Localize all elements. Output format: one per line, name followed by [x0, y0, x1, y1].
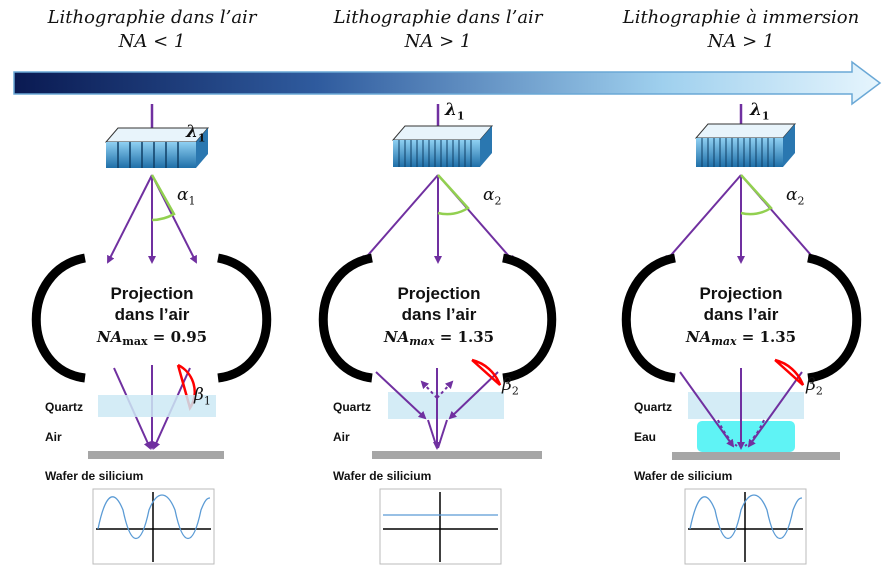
alpha-arc	[437, 174, 470, 216]
wafer	[672, 452, 840, 460]
beta-arc	[774, 358, 805, 386]
header-title: Lithographie dans l’air	[333, 7, 543, 28]
lens-left-bracket	[318, 253, 374, 383]
na-max-formula: NAmax = 1.35	[685, 328, 797, 348]
lens-left-bracket	[31, 253, 87, 383]
aerial-image-plot	[684, 488, 807, 565]
aerial-image-plot	[379, 488, 502, 565]
quartz-layer	[688, 392, 804, 419]
beta-label: β2	[502, 375, 519, 398]
converging-rays	[375, 368, 499, 450]
column-3-header: Lithographie à immersion NA > 1	[591, 6, 883, 54]
medium-label: Air	[333, 430, 350, 444]
wafer-label: Wafer de silicium	[333, 469, 432, 483]
lens-left-bracket	[621, 253, 677, 383]
beta-label: β1	[194, 385, 211, 408]
beta-arc	[471, 358, 502, 386]
projection-label: Projection dans l’air	[397, 284, 481, 324]
header-na-condition: NA > 1	[707, 31, 775, 52]
column-2-graphics	[318, 104, 557, 565]
medium-label: Air	[45, 430, 62, 444]
wafer-label: Wafer de silicium	[45, 469, 144, 483]
wafer	[88, 451, 224, 459]
alpha-label: α1	[177, 185, 196, 208]
projection-label: Projection dans l’air	[699, 284, 783, 324]
header-title: Lithographie dans l’air	[47, 7, 257, 28]
signal-curve	[97, 494, 211, 540]
mask-grating	[694, 123, 797, 167]
header-na-condition: NA > 1	[404, 31, 472, 52]
medium-label: Eau	[634, 430, 657, 444]
lens-right-bracket	[501, 253, 557, 383]
wavelength-label: λ1	[445, 100, 465, 123]
alpha-label: α2	[483, 185, 502, 208]
column-1-header: Lithographie dans l’air NA < 1	[2, 6, 302, 54]
quartz-label: Quartz	[333, 400, 372, 414]
alpha-arc	[150, 174, 176, 222]
column-2-header: Lithographie dans l’air NA > 1	[288, 6, 588, 54]
header-na-condition: NA < 1	[118, 31, 186, 52]
na-max-formula: NAmax = 1.35	[383, 328, 495, 348]
quartz-label: Quartz	[634, 400, 673, 414]
mask-grating	[391, 125, 494, 167]
alpha-arc	[740, 174, 773, 216]
beta-label: β2	[806, 375, 823, 398]
signal-curve	[689, 494, 803, 540]
lens-right-bracket	[806, 253, 862, 383]
wafer	[372, 451, 542, 459]
quartz-layer	[388, 392, 504, 419]
column-1-graphics	[31, 104, 272, 565]
quartz-layer	[98, 395, 216, 417]
water-layer	[697, 421, 795, 452]
converging-rays	[679, 368, 803, 450]
aerial-image-plot	[92, 488, 215, 565]
wavelength-label: λ1	[750, 100, 770, 123]
alpha-label: α2	[786, 185, 805, 208]
quartz-label: Quartz	[45, 400, 84, 414]
mask-grating	[104, 127, 210, 168]
column-3-graphics	[621, 104, 862, 565]
wavelength-label: λ1	[186, 122, 206, 145]
header-title: Lithographie à immersion	[622, 7, 860, 28]
progress-arrow	[13, 60, 882, 106]
na-max-formula: NAmax = 0.95	[96, 328, 208, 348]
wafer-label: Wafer de silicium	[634, 469, 733, 483]
projection-label: Projection dans l’air	[110, 284, 194, 324]
lens-right-bracket	[216, 253, 272, 383]
